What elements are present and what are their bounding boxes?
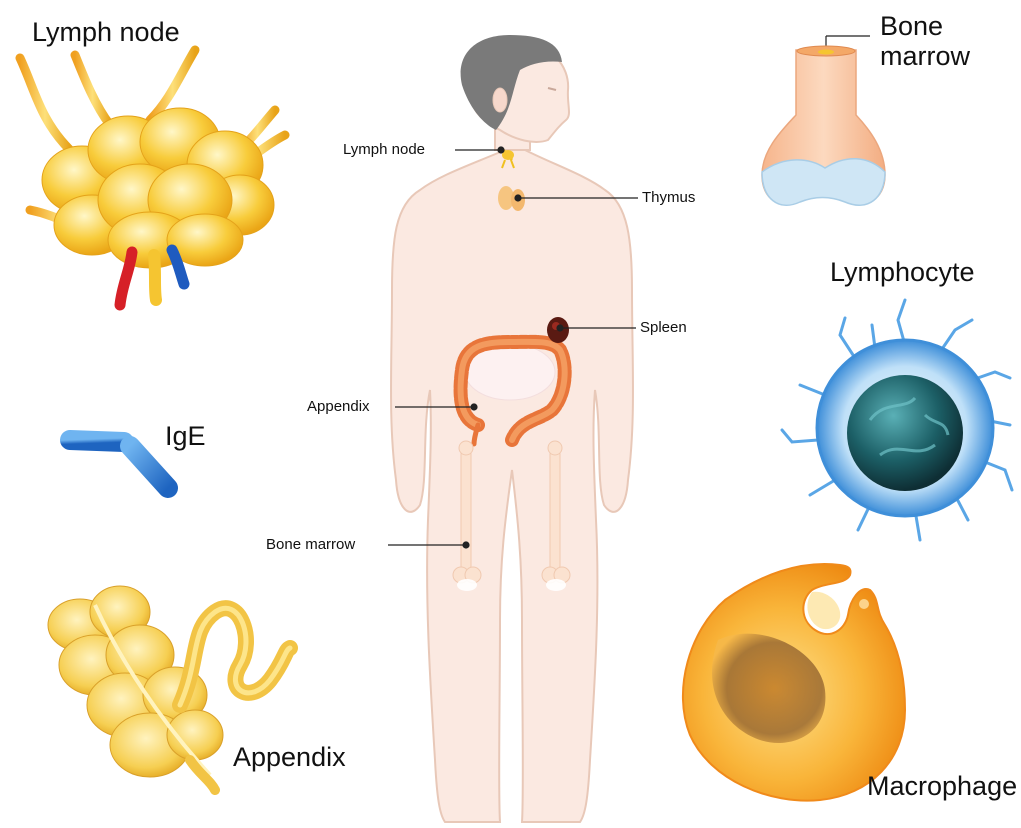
ige-title: IgE [165,423,206,450]
bone-marrow-title: Bone marrow [880,12,980,71]
callout-bone-marrow: Bone marrow [266,537,355,552]
callout-thymus: Thymus [642,190,695,205]
macrophage-illustration [683,564,905,801]
lymphocyte-title: Lymphocyte [830,259,975,286]
bone-marrow-illustration [762,46,885,205]
lymphocyte-illustration [782,300,1012,540]
callout-appendix: Appendix [307,399,370,414]
callout-spleen: Spleen [640,320,687,335]
ige-antibody-illustration [70,388,168,488]
macrophage-title: Macrophage [867,773,1017,800]
human-body-figure [391,35,633,822]
callout-lymph-node: Lymph node [343,142,425,157]
lymph-node-illustration [20,50,285,305]
appendix-title: Appendix [233,744,346,771]
lymph-node-title: Lymph node [32,19,180,46]
